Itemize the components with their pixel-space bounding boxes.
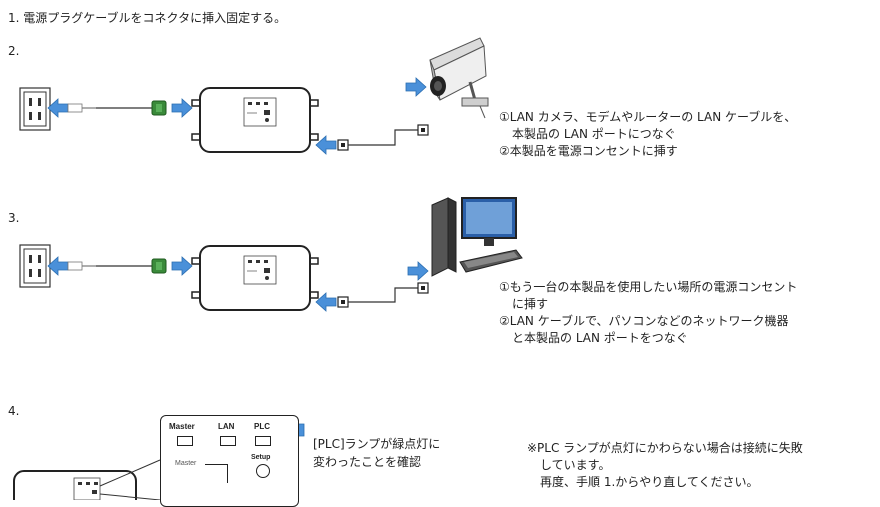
step-2-diagram bbox=[19, 37, 489, 155]
lan-plug-icon bbox=[337, 139, 349, 151]
blue-arrow-icon bbox=[171, 98, 193, 118]
blue-arrow-icon bbox=[171, 256, 193, 276]
step-4-note-line-1: ※PLC ランプが点灯にかわらない場合は接続に失敗 bbox=[527, 441, 803, 455]
power-plug-icon bbox=[67, 103, 96, 113]
step-2-line-3: ②本製品を電源コンセントに挿す bbox=[499, 144, 678, 158]
blue-arrow-icon bbox=[315, 135, 337, 155]
zoom-line bbox=[99, 493, 161, 500]
wall-outlet-icon bbox=[19, 87, 51, 131]
blue-arrow-icon bbox=[315, 292, 337, 312]
step-2-line-1: ①LAN カメラ、モデムやルーターの LAN ケーブルを、 bbox=[499, 110, 797, 124]
plc-led-icon bbox=[255, 436, 271, 446]
green-connector-icon bbox=[151, 258, 167, 274]
blue-arrow-icon bbox=[47, 98, 69, 118]
step-4-callout-line-1: [PLC]ランプが緑点灯に bbox=[313, 437, 441, 451]
step-2-number: 2. bbox=[8, 44, 20, 58]
lan-plug-icon bbox=[337, 296, 349, 308]
step-4-diagram bbox=[13, 459, 161, 500]
power-plug-icon bbox=[67, 261, 96, 271]
led-panel-zoom: Master LAN PLC Master Setup bbox=[160, 415, 299, 507]
desktop-pc-icon bbox=[431, 197, 523, 277]
setup-button-icon bbox=[256, 464, 270, 478]
lan-cable bbox=[348, 129, 418, 146]
lan-camera-icon bbox=[429, 37, 489, 119]
step-4-callout-line-2: 変わったことを確認 bbox=[313, 455, 422, 469]
master-led-icon bbox=[177, 436, 193, 446]
step-4-note-line-2: しています。 bbox=[540, 458, 611, 472]
lan-plug-icon bbox=[417, 124, 429, 136]
master-switch-icon bbox=[205, 464, 228, 483]
master-switch-label: Master bbox=[175, 460, 197, 467]
lan-plug-icon bbox=[417, 282, 429, 294]
blue-arrow-icon bbox=[47, 256, 69, 276]
plc-device-icon bbox=[13, 470, 137, 500]
master-led-label: Master bbox=[169, 422, 195, 431]
step-3-number: 3. bbox=[8, 211, 20, 225]
step-3-line-3: ②LAN ケーブルで、パソコンなどのネットワーク機器 bbox=[499, 314, 789, 328]
plc-device-icon bbox=[191, 245, 319, 311]
wall-outlet-icon bbox=[19, 244, 51, 288]
plc-led-label: PLC bbox=[254, 422, 270, 431]
lan-cable bbox=[348, 287, 418, 303]
blue-arrow-icon bbox=[407, 261, 429, 281]
step-4-note-line-3: 再度、手順 1.からやり直してください。 bbox=[540, 475, 759, 489]
lan-led-label: LAN bbox=[218, 422, 235, 431]
step-2-line-2: 本製品の LAN ポートにつなぐ bbox=[512, 127, 676, 141]
step-4-number: 4. bbox=[8, 404, 20, 418]
lan-led-icon bbox=[220, 436, 236, 446]
plc-device-icon bbox=[191, 87, 319, 153]
zoom-line bbox=[99, 459, 161, 487]
green-connector-icon bbox=[151, 100, 167, 116]
setup-button-label: Setup bbox=[251, 454, 271, 461]
step-3-line-4: と本製品の LAN ポートをつなぐ bbox=[512, 331, 688, 345]
blue-arrow-icon bbox=[405, 77, 427, 97]
step-3-line-1: ①もう一台の本製品を使用したい場所の電源コンセント bbox=[499, 280, 798, 294]
step-3-line-2: に挿す bbox=[512, 297, 549, 311]
step-1-text: 1. 電源プラグケーブルをコネクタに挿入固定する。 bbox=[8, 11, 287, 25]
step-3-diagram bbox=[19, 197, 523, 312]
